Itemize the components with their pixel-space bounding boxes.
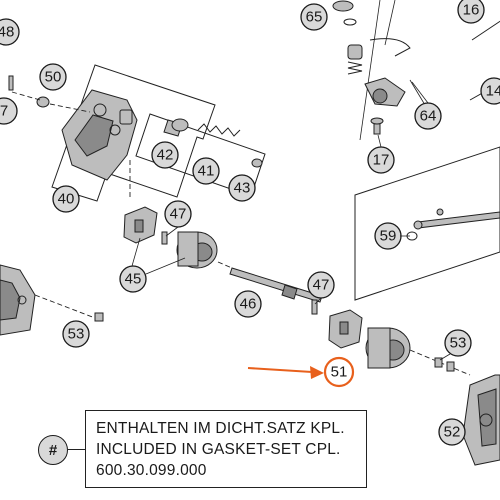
callout-52: 52 [438, 418, 466, 446]
svg-text:45: 45 [125, 271, 142, 288]
svg-text:65: 65 [306, 9, 323, 26]
callout-51-highlighted: 51 [323, 356, 355, 388]
svg-text:52: 52 [444, 424, 461, 441]
svg-text:53: 53 [450, 335, 467, 352]
callout-65: 65 [300, 3, 328, 31]
callout-47-lower: 47 [307, 271, 335, 299]
tube-bracket [354, 146, 500, 301]
valve-assembly-top [332, 0, 429, 141]
hash-label: # [48, 441, 58, 459]
svg-text:14: 14 [486, 83, 500, 100]
callout-59: 59 [374, 222, 402, 250]
callout-41: 41 [192, 157, 220, 185]
callout-50: 50 [39, 63, 67, 91]
svg-text:47: 47 [313, 277, 330, 294]
note-part-number: 600.30.099.000 [96, 462, 207, 479]
svg-text:51: 51 [331, 364, 348, 381]
callout-17: 17 [367, 146, 395, 174]
svg-text:40: 40 [58, 191, 75, 208]
callout-53-left: 53 [62, 320, 90, 348]
svg-text:41: 41 [198, 163, 215, 180]
callout-48: 48 [0, 18, 20, 46]
svg-text:17: 17 [373, 152, 390, 169]
svg-text:53: 53 [68, 326, 85, 343]
callout-53-right: 53 [444, 329, 472, 357]
pump-cover-group [8, 64, 266, 202]
svg-text:47: 47 [170, 206, 187, 223]
svg-text:59: 59 [380, 228, 397, 245]
callout-40: 40 [52, 185, 80, 213]
svg-text:64: 64 [420, 108, 437, 125]
callout-47-upper: 47 [164, 200, 192, 228]
callout-43: 43 [228, 174, 256, 202]
callout-42: 42 [151, 141, 179, 169]
left-housing [0, 264, 104, 336]
note-line-english: INCLUDED IN GASKET-SET CPL. [96, 441, 341, 458]
svg-text:7: 7 [0, 103, 8, 120]
pump-shaft-group [123, 206, 471, 376]
svg-text:43: 43 [234, 180, 251, 197]
hash-leader-line [68, 449, 85, 450]
gasket-set-note: ENTHALTEN IM DICHT.SATZ KPL. INCLUDED IN… [85, 410, 367, 488]
svg-text:16: 16 [463, 2, 480, 19]
callout-7: 7 [0, 97, 18, 125]
hash-callout: # [38, 435, 68, 465]
svg-text:48: 48 [0, 24, 14, 41]
callout-14: 14 [480, 77, 500, 105]
svg-text:50: 50 [45, 69, 62, 86]
callout-46: 46 [234, 290, 262, 318]
svg-text:42: 42 [157, 147, 174, 164]
callout-16: 16 [457, 0, 485, 24]
svg-text:46: 46 [240, 296, 257, 313]
callout-64: 64 [414, 102, 442, 130]
crankcase-part [462, 374, 500, 466]
note-line-german: ENTHALTEN IM DICHT.SATZ KPL. [96, 420, 345, 437]
highlight-arrow [247, 366, 324, 379]
callout-45: 45 [119, 265, 147, 293]
